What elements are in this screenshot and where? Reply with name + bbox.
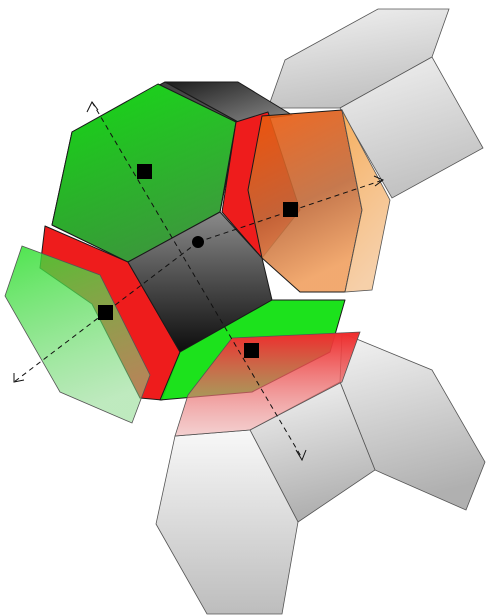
marker-top-face [137,164,152,179]
upper-right-gray-net [267,8,484,199]
arrowhead-top [86,101,99,113]
gray-hexagon-upper-2 [339,56,484,199]
red-flap-bottom [174,331,361,437]
gray-hexagon-lower-right [339,332,486,511]
axis-line-center-right [197,179,384,243]
lower-gray-net [155,332,486,615]
axes [13,101,384,462]
center-marker [192,236,204,248]
polyhedron [4,81,391,437]
arrowhead-left [13,373,25,383]
orange-flap [341,109,391,293]
axis-line-center-left [13,241,199,383]
arrowhead-bottom [295,449,307,462]
center-dark-face [127,211,273,353]
axis-line-top-bottom [91,101,303,459]
markers [98,164,298,358]
marker-bottom-face [244,343,259,358]
marker-left-face [98,305,113,320]
orange-face [247,109,363,293]
marker-right-face [283,202,298,217]
green-flap-left [4,245,151,424]
arrowhead-right [373,175,384,187]
